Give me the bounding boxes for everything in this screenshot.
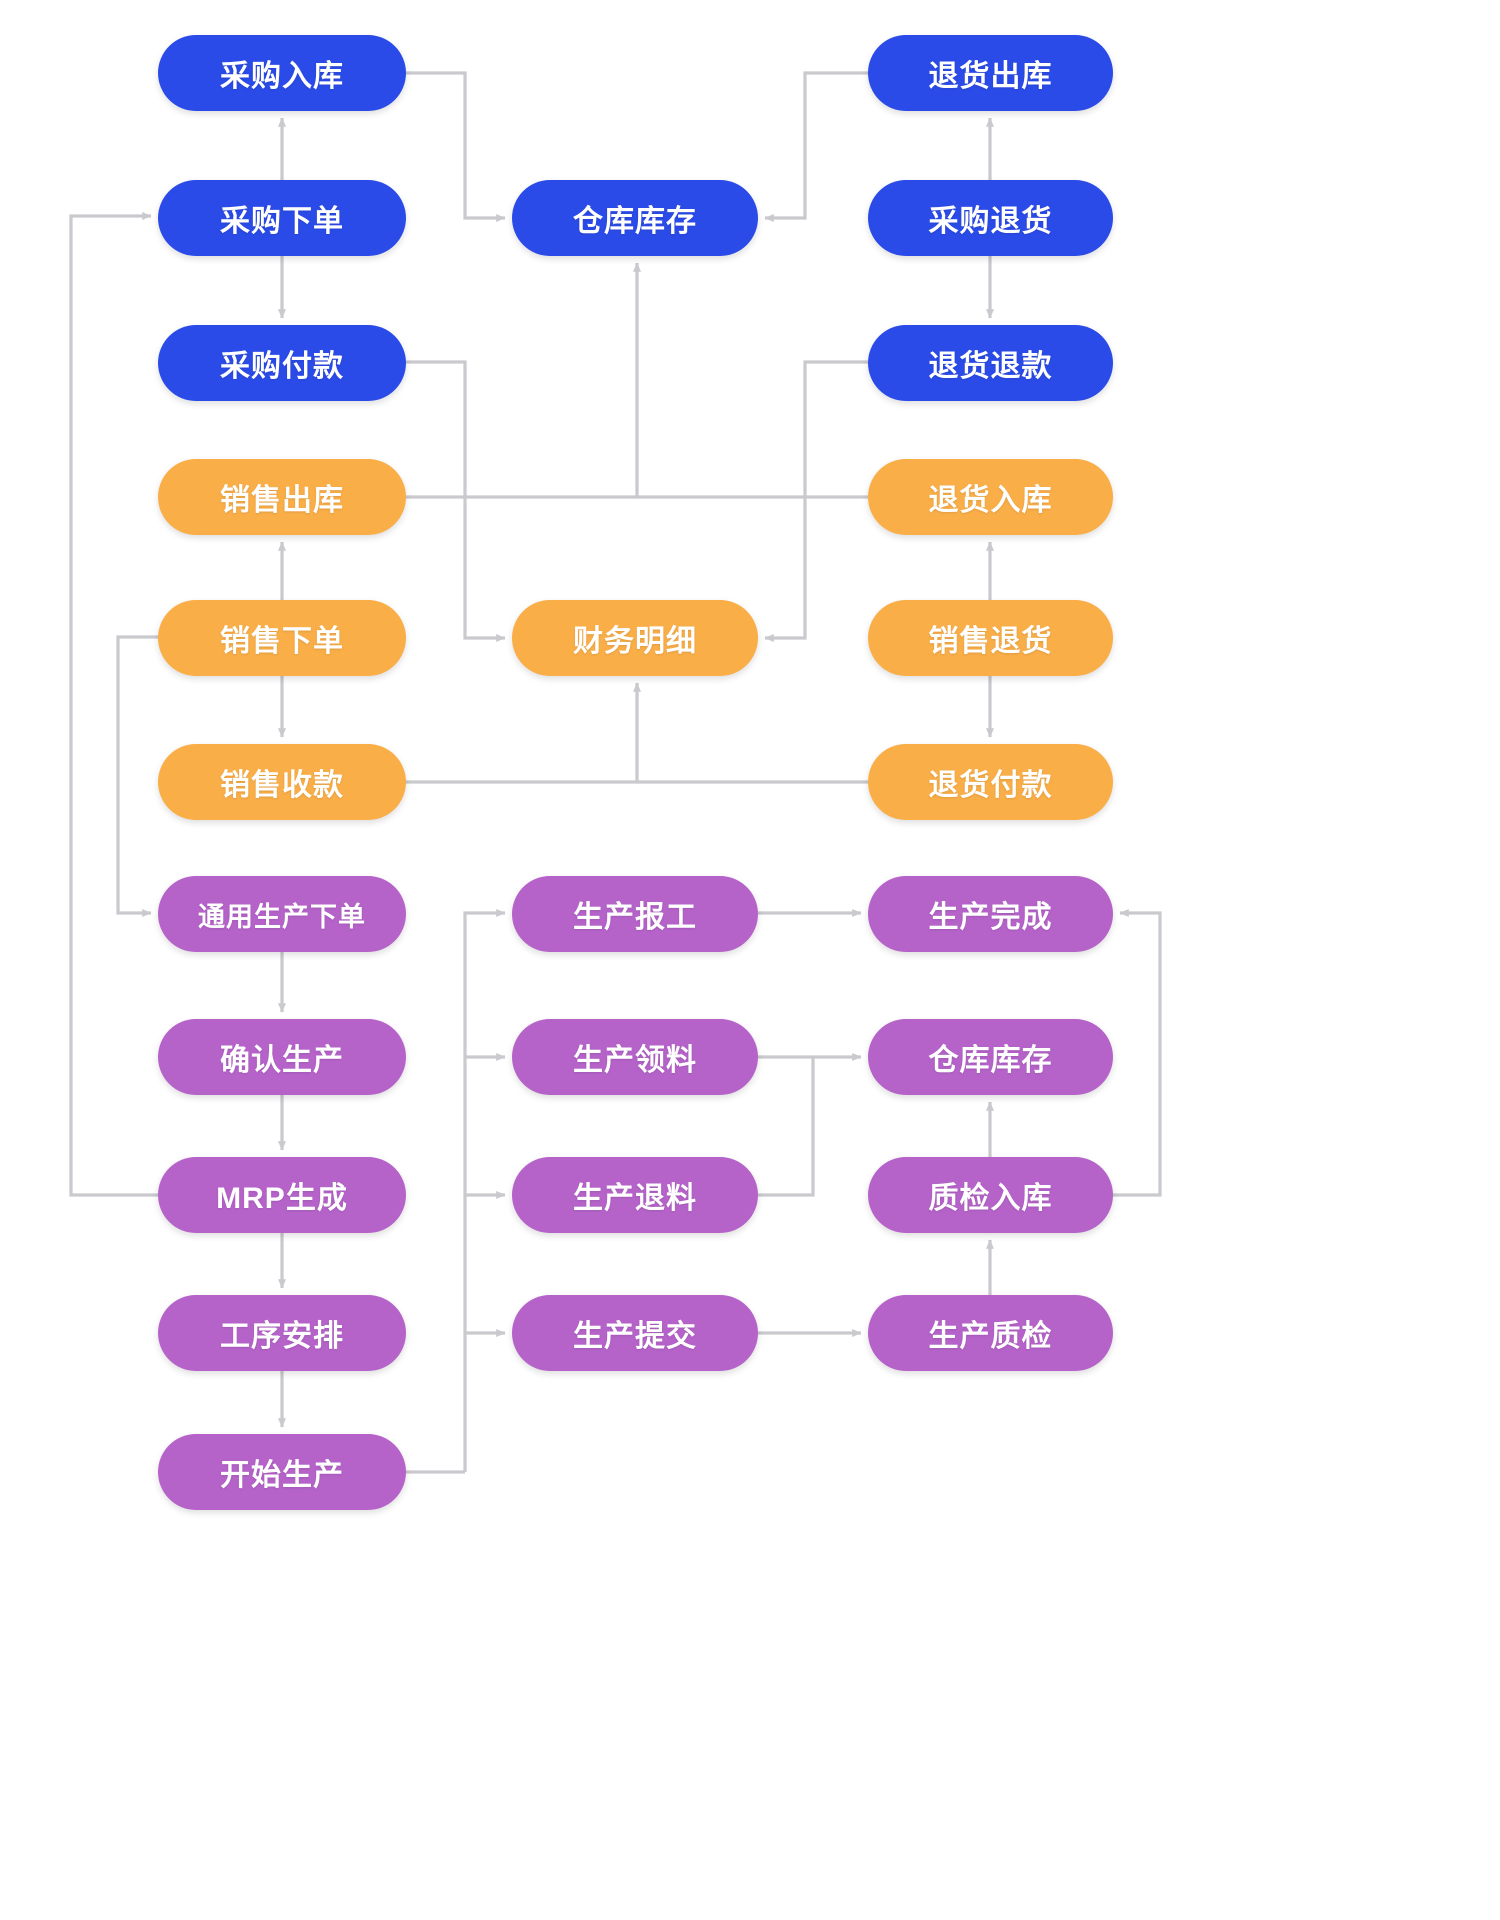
edge-e29 (764, 360, 868, 642)
node-return-in[interactable]: 退货入库 (868, 459, 1113, 535)
node-label: 退货退款 (928, 350, 1053, 383)
node-label: 通用生产下单 (198, 901, 366, 932)
edge-e02 (406, 71, 506, 223)
node-label: 工序安排 (220, 1320, 344, 1353)
node-sales-order[interactable]: 销售下单 (158, 600, 406, 676)
node-start-production[interactable]: 开始生产 (158, 1434, 406, 1510)
node-label: MRP生成 (216, 1182, 348, 1215)
node-label: 销售退货 (928, 625, 1053, 658)
edge-e12 (69, 212, 158, 1197)
node-return-payment[interactable]: 退货付款 (868, 744, 1113, 820)
node-label: 采购付款 (220, 350, 344, 383)
node-label: 生产质检 (928, 1320, 1053, 1353)
edge-e09 (116, 635, 158, 918)
node-confirm-production[interactable]: 确认生产 (158, 1019, 406, 1095)
node-warehouse-stock-purchase[interactable]: 仓库库存 (512, 180, 758, 256)
edge-e04 (406, 360, 506, 643)
node-label: 退货入库 (928, 484, 1053, 517)
edge-e15 (463, 909, 506, 1472)
node-process-schedule[interactable]: 工序安排 (158, 1295, 406, 1371)
node-production-material-issue[interactable]: 生产领料 (512, 1019, 758, 1095)
edge-e08 (406, 682, 642, 784)
node-purchase-payment[interactable]: 采购付款 (158, 325, 406, 401)
node-label: 开始生产 (220, 1459, 344, 1492)
node-label: 仓库库存 (573, 205, 697, 238)
node-label: 采购入库 (220, 60, 344, 93)
node-production-submit[interactable]: 生产提交 (512, 1295, 758, 1371)
node-label: 质检入库 (928, 1182, 1053, 1215)
node-label: 生产领料 (573, 1044, 697, 1077)
node-mrp-generation[interactable]: MRP生成 (158, 1157, 406, 1233)
node-production-complete[interactable]: 生产完成 (868, 876, 1113, 952)
node-label: 确认生产 (220, 1044, 344, 1077)
node-purchase-order[interactable]: 采购下单 (158, 180, 406, 256)
node-production-material-return[interactable]: 生产退料 (512, 1157, 758, 1233)
node-return-out[interactable]: 退货出库 (868, 35, 1113, 111)
edge-e25 (1113, 908, 1162, 1197)
node-production-qc[interactable]: 生产质检 (868, 1295, 1113, 1371)
node-label: 生产提交 (573, 1320, 697, 1353)
node-label: 退货付款 (928, 769, 1053, 802)
node-return-refund[interactable]: 退货退款 (868, 325, 1113, 401)
edge-e27 (764, 71, 868, 222)
node-label: 生产报工 (573, 901, 697, 934)
node-label: 采购下单 (220, 205, 344, 238)
edge-e06 (406, 262, 642, 499)
node-sales-out[interactable]: 销售出库 (158, 459, 406, 535)
node-label: 仓库库存 (928, 1044, 1053, 1077)
node-sales-return[interactable]: 销售退货 (868, 600, 1113, 676)
node-label: 财务明细 (573, 625, 697, 658)
node-qc-in[interactable]: 质检入库 (868, 1157, 1113, 1233)
node-warehouse-stock-production[interactable]: 仓库库存 (868, 1019, 1113, 1095)
node-label: 采购退货 (928, 205, 1053, 238)
node-purchase-in[interactable]: 采购入库 (158, 35, 406, 111)
node-production-report[interactable]: 生产报工 (512, 876, 758, 952)
node-label: 生产退料 (573, 1182, 697, 1215)
node-label: 生产完成 (928, 901, 1053, 934)
node-label: 退货出库 (928, 60, 1053, 93)
node-label: 销售收款 (220, 769, 344, 802)
node-sales-receipt[interactable]: 销售收款 (158, 744, 406, 820)
node-label: 销售出库 (220, 484, 344, 517)
edge-e21 (758, 1057, 815, 1197)
node-purchase-return[interactable]: 采购退货 (868, 180, 1113, 256)
node-finance-detail[interactable]: 财务明细 (512, 600, 758, 676)
node-label: 销售下单 (220, 625, 344, 658)
node-general-production-order[interactable]: 通用生产下单 (158, 876, 406, 952)
